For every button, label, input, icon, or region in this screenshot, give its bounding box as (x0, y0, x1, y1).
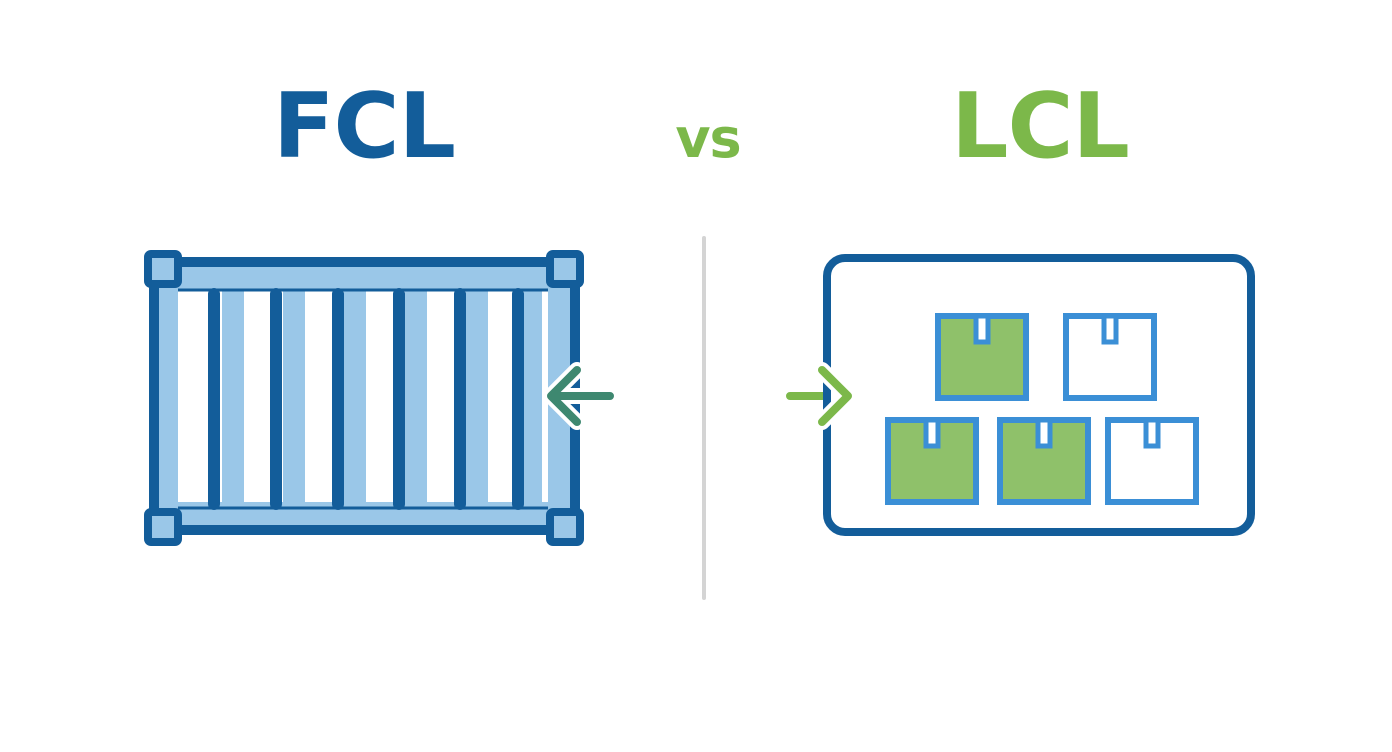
container-corner-fittings (144, 250, 584, 546)
vs-label: vs (675, 107, 741, 170)
package-box-icon (885, 417, 979, 505)
container-with-boxes-icon (814, 254, 1255, 536)
shipping-container-icon (144, 250, 584, 546)
container-light-stripes (222, 290, 542, 512)
lcl-title: LCL (951, 74, 1130, 179)
container-dark-bars (208, 288, 524, 510)
arrow-left-icon (543, 362, 618, 430)
fcl-title: FCL (273, 74, 456, 179)
package-box-icon (1105, 417, 1199, 505)
package-box-icon (1063, 313, 1157, 401)
package-box-icon (997, 417, 1091, 505)
package-box-icon (935, 313, 1029, 401)
